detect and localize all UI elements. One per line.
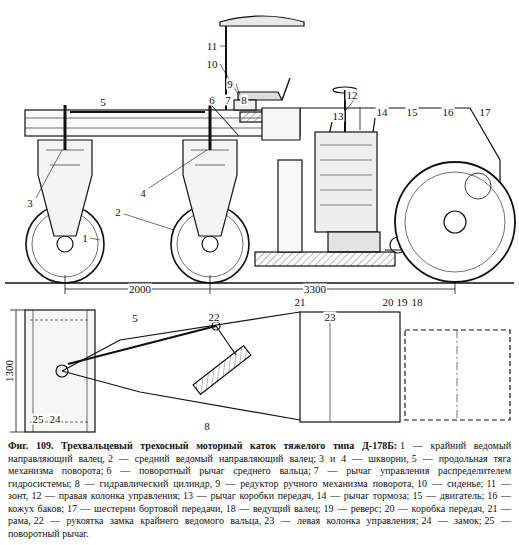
callout-number: 4 <box>139 188 147 199</box>
legend-text: 13 — рычаг коробки передач, <box>183 490 313 501</box>
callout-number: 5 <box>99 97 107 108</box>
caption-block: Фиг. 109. Трехвальцевый трехосный моторн… <box>8 440 511 540</box>
callout-number: 19 <box>396 297 409 308</box>
callout-number: 17 <box>479 107 492 118</box>
callout-number: 22 <box>208 312 221 323</box>
legend-text: 12 — правая колонка управления; <box>31 490 180 501</box>
legend-text: 17 — шестерни бортовой передачи, <box>67 503 223 514</box>
callout-number: 9 <box>226 79 234 90</box>
callout-number: 20 <box>382 297 395 308</box>
legend-text: 9 — редуктор ручного механизма поворота, <box>215 478 414 489</box>
legend-text: 2 — средний ведомый направляющий валец; <box>108 453 316 464</box>
callout-number: 21 <box>294 297 307 308</box>
legend-text: 19 — реверс; <box>324 503 382 514</box>
legend-text: 6 — поворотный рычаг среднего вальца; <box>106 465 310 476</box>
callout-number: 23 <box>324 312 337 323</box>
callout-number: 18 <box>411 297 424 308</box>
callout-number: 11 <box>206 41 219 52</box>
legend-text: 10 — сиденье; <box>417 478 483 489</box>
callout-number: 1 <box>81 233 89 244</box>
callout-number: 2 <box>114 207 122 218</box>
callout-number: 3 <box>26 198 34 209</box>
callout-number: 6 <box>208 95 216 106</box>
dimension-label: 1300 <box>4 359 15 383</box>
legend-text: 23 — левая колонка управления; <box>264 515 418 526</box>
callout-number: 13 <box>332 111 345 122</box>
callout-number: 16 <box>442 107 455 118</box>
legend-text: 3 и 4 — шкворни, <box>319 453 409 464</box>
callout-number: 5 <box>131 313 139 324</box>
dimension-label: 3300 <box>303 284 327 295</box>
callout-number: 8 <box>203 421 211 432</box>
callout-number: 12 <box>346 90 359 101</box>
callout-number: 15 <box>406 107 419 118</box>
callout-number: 10 <box>206 59 219 70</box>
legend-text: 15 — двигатель; <box>412 490 484 501</box>
callout-number: 14 <box>376 107 389 118</box>
callout-number: 25 <box>32 414 45 425</box>
callout-number: 24 <box>49 414 62 425</box>
legend-text: 8 — гидравлический цилиндр, <box>75 478 213 489</box>
dimension-label: 2000 <box>128 284 152 295</box>
legend-text: 18 — ведущий валец; <box>226 503 321 514</box>
legend-text: 20 — коробка передач, <box>384 503 484 514</box>
callout-number: 8 <box>240 95 248 106</box>
figure-caption: Фиг. 109. Трехвальцевый трехосный моторн… <box>8 440 397 451</box>
legend-text: 14 — рычаг тормоза; <box>316 490 409 501</box>
callout-number: 7 <box>224 95 232 106</box>
legend-text: 24 — замок; <box>421 515 481 526</box>
legend-text: 22 — рукоятка замка крайнего ведомого ва… <box>34 515 262 526</box>
